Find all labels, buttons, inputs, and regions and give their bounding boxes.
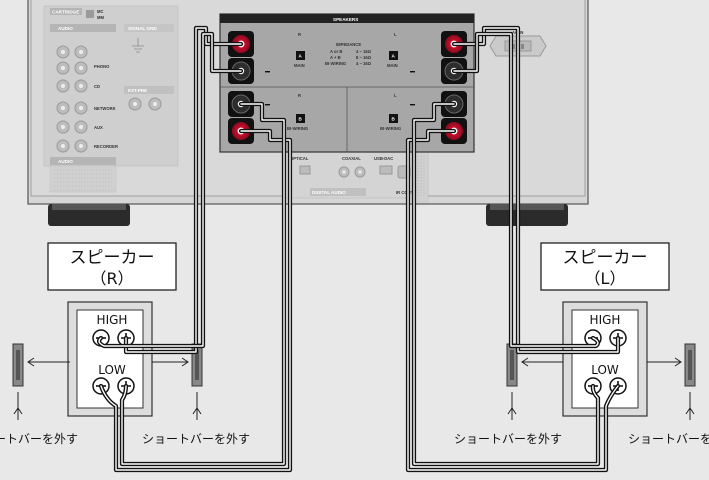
impedance-table: IMPEDANCE A or B 4 ~ 16Ω A + B 8 ~ 16Ω B… [325,42,372,66]
main-label-r: MAIN [294,63,305,68]
recorder-label: RECORDER [94,144,118,149]
short-bar-r-left [12,343,24,387]
usb-dac-label: USB-DAC [374,156,393,161]
cable-r-low [98,101,293,473]
speaker-r-low-label: LOW [98,363,126,377]
short-bar-l-right [684,343,696,387]
impedance-row3-value: 4 ~ 16Ω [356,61,372,66]
speaker-l-right-note: ショートバーを外す [628,432,709,446]
channel-l-label-top: L [394,32,397,37]
input-panel: CARTRIDGE MC MM AUDIO SIGNAL GND PHONO C… [43,5,179,193]
rca-jacks [56,45,88,153]
cable-l-low [405,101,621,473]
speaker-l-high-label: HIGH [590,313,621,327]
speaker-r-left-note: ショートバーを外す [0,432,78,446]
impedance-row2-label: A + B [330,55,341,60]
cable-r-high [97,25,244,355]
signal-gnd-label: SIGNAL GND [128,26,157,31]
coaxial-label: COAXIAL [342,156,361,161]
biwiring-label-l: BI-WIRING [380,126,401,131]
impedance-row2-value: 8 ~ 16Ω [356,55,372,60]
speaker-l-low-label: LOW [591,363,619,377]
impedance-row3-label: BI-WIRING [325,61,346,66]
cartridge-label: CARTRIDGE [52,10,79,15]
speaker-l-left-note: ショートバーを外す [454,432,562,446]
biwiring-label-r: BI-WIRING [287,126,308,131]
main-label-l: MAIN [387,63,398,68]
cable-l-high [451,25,621,355]
ext-pre-label: EXT.PRE [128,88,147,93]
speaker-r-right-note: ショートバーを外す [142,432,250,446]
audio-in-label: AUDIO [58,26,73,31]
optical-label: OPTICAL [290,156,309,161]
channel-l-label-bottom: L [394,93,397,98]
channel-r-label-top: R [298,32,301,37]
cartridge-mm-label: MM [97,15,104,20]
speaker-r-high-label: HIGH [97,313,128,327]
speaker-r-title: スピーカー [70,248,155,268]
terminal-b-badge-l: B [392,117,396,122]
cartridge-mc-label: MC [97,9,104,14]
speaker-r: スピーカー （R） HIGH LOW ショートバーを外す ショートバーを外す [0,242,250,446]
terminal-a-badge-r: A [299,54,303,59]
channel-r-label-bottom: R [298,93,301,98]
terminal-b-badge-r: B [299,117,303,122]
speakers-heading: SPEAKERS [333,17,358,22]
impedance-row1-value: 4 ~ 16Ω [356,49,372,54]
speaker-r-channel: （R） [90,269,133,288]
short-bar-l-left [506,343,518,387]
cd-label: CD [94,84,100,89]
digital-audio-label: DIGITAL AUDIO [312,190,346,195]
phono-label: PHONO [94,64,110,69]
speaker-l-channel: （L） [585,269,626,288]
impedance-row1-label: A or B [330,49,342,54]
speaker-l-title: スピーカー [563,248,648,268]
terminal-a-badge-l: A [392,54,396,59]
aux-label: AUX [94,125,103,130]
audio-out-label: AUDIO [58,159,73,164]
speaker-cables [97,25,621,473]
impedance-title: IMPEDANCE [336,42,361,47]
network-label: NETWORK [94,106,116,111]
